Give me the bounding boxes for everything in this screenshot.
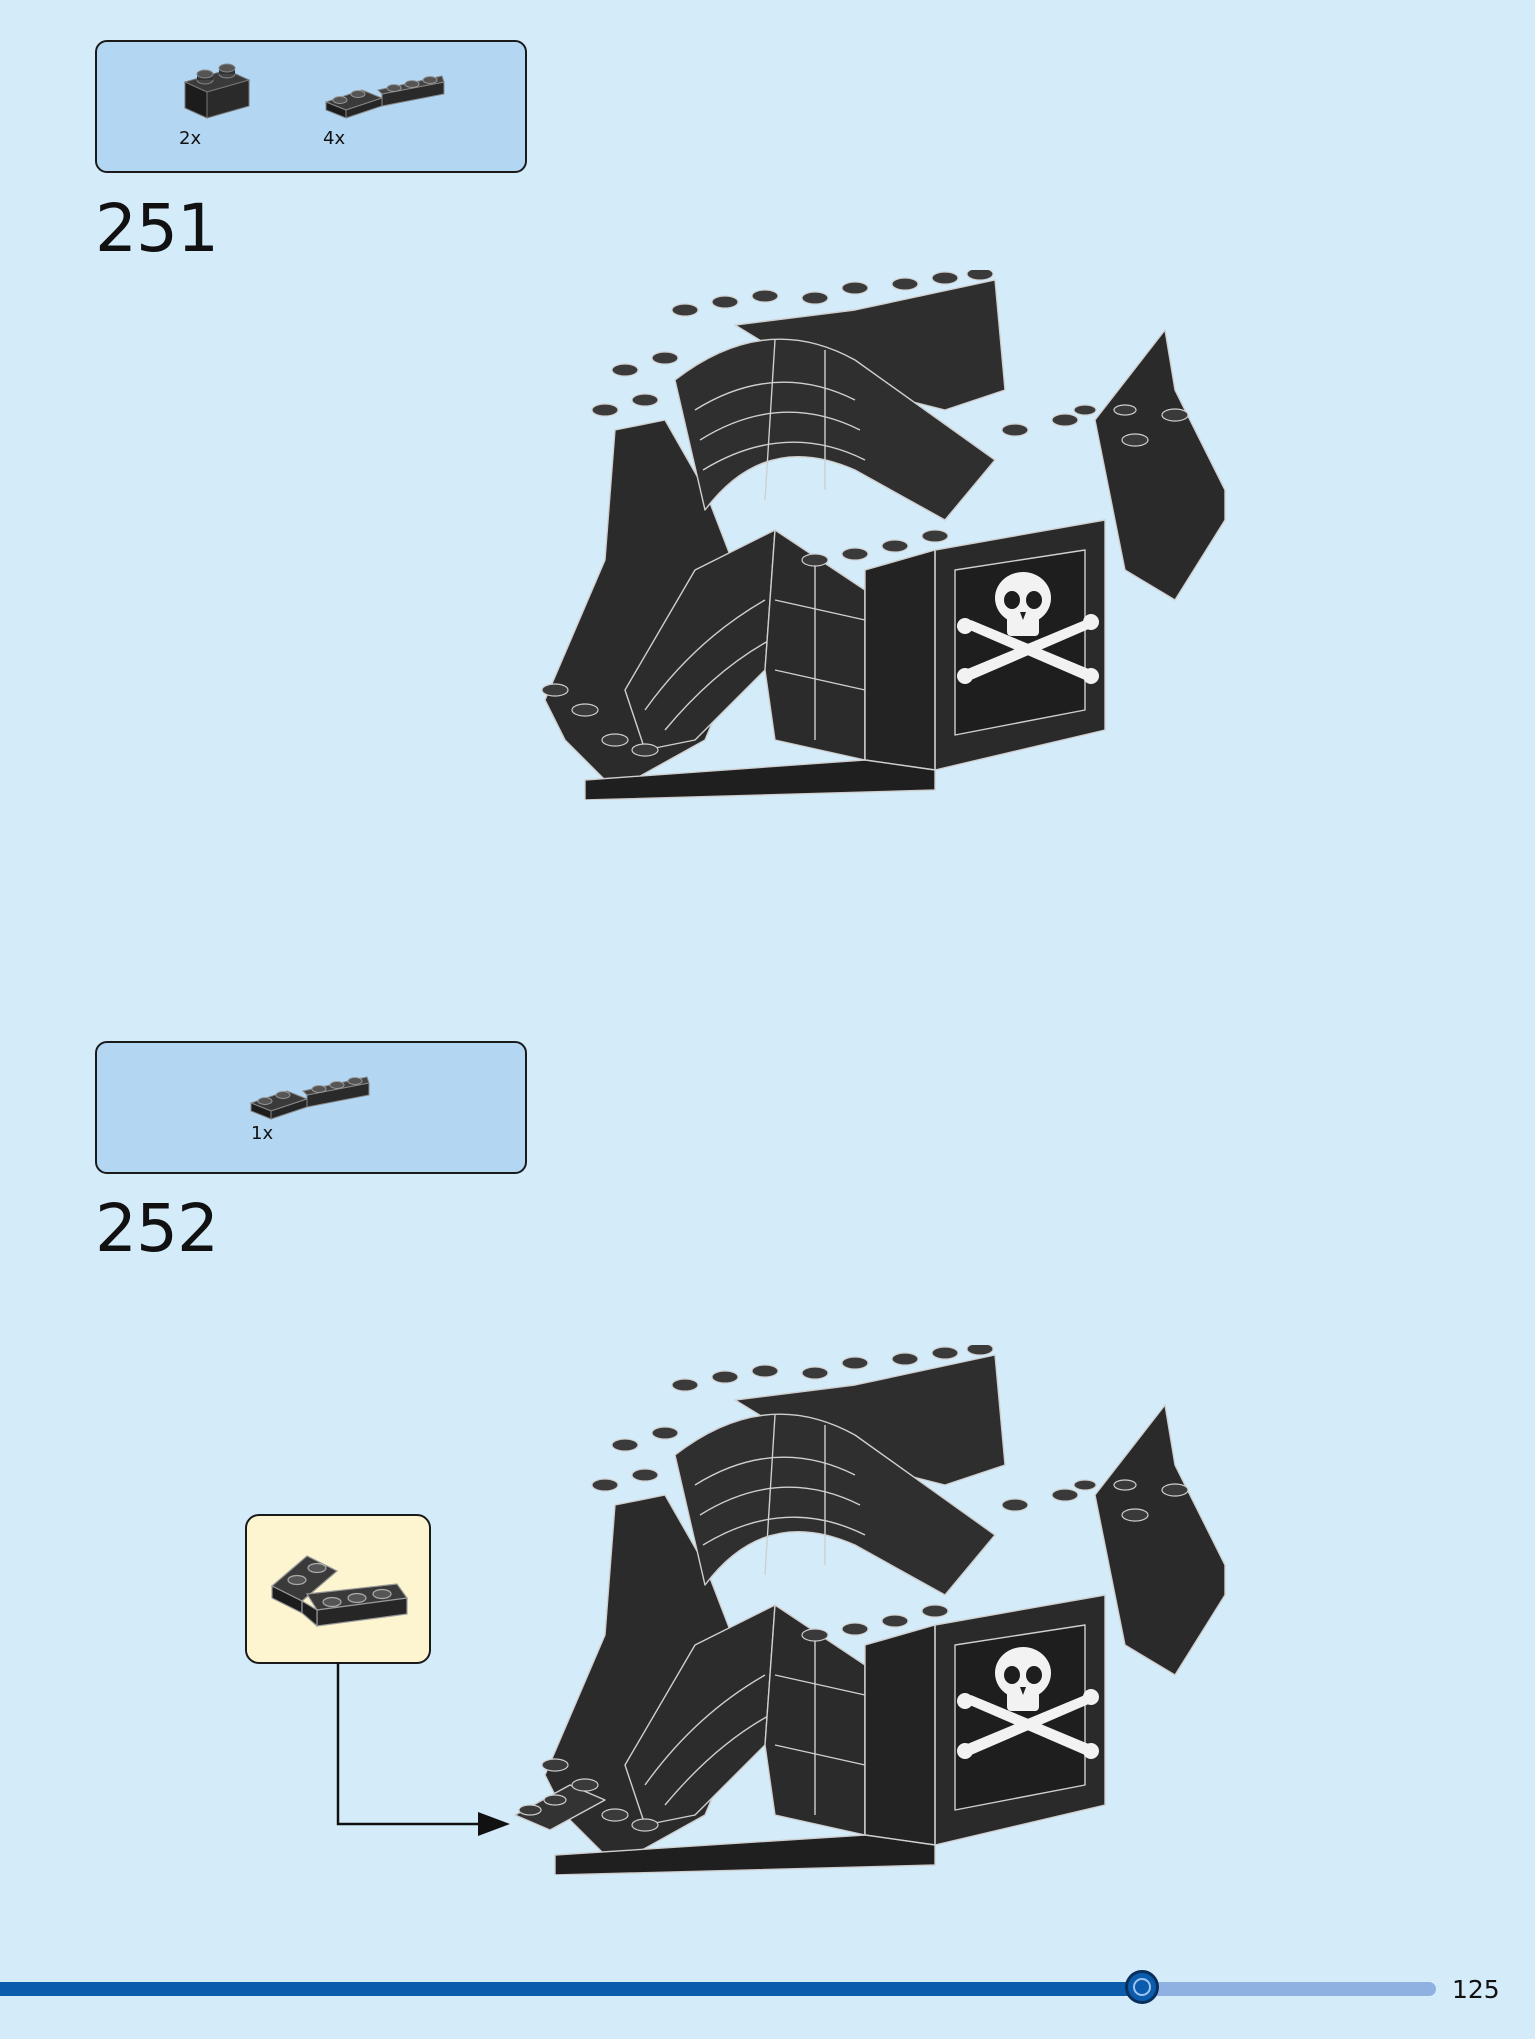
part-qty: 1x <box>251 1123 274 1144</box>
pirate-rock-model-illustration <box>541 270 1226 800</box>
part-qty: 2x <box>179 128 202 149</box>
bent-plate-icon <box>249 1076 370 1120</box>
pirate-rock-model-illustration <box>514 1345 1226 1875</box>
progress-knob <box>1125 1970 1159 2004</box>
step-number: 252 <box>95 1190 219 1267</box>
part-qty: 4x <box>323 128 346 149</box>
bent-plate-closeup-icon <box>270 1555 409 1628</box>
bent-plate-icon <box>324 75 445 119</box>
page-number: 125 <box>1452 1975 1500 2004</box>
progress-fill <box>0 1982 1142 1996</box>
brick-1x2-icon <box>183 63 251 119</box>
placement-callout <box>245 1514 431 1664</box>
parts-box-step-251: 2x 4x <box>95 40 527 173</box>
parts-box-step-252: 1x <box>95 1041 527 1174</box>
callout-arrow <box>336 1662 510 1836</box>
progress-bar <box>0 1970 1436 2004</box>
step-number: 251 <box>95 190 219 267</box>
